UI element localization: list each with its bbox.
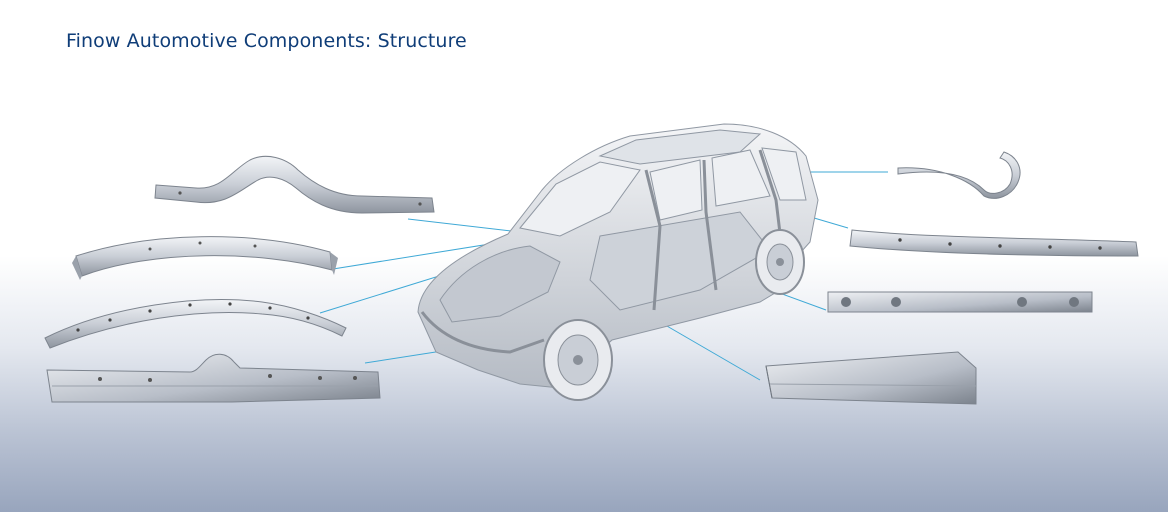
side-sill-rocker [765,351,977,405]
leader-line-cowl [407,218,521,233]
roof-bow [72,236,338,280]
bumper-cross-beam [849,229,1139,257]
front-longitudinal-rail [46,353,381,403]
a-pillar-reinforcement [44,299,347,349]
rear-wheelhouse-bracket [897,151,1021,199]
rear-wheel [755,229,805,295]
page-title: Finow Automotive Components: Structure [66,30,467,52]
front-wheel [543,319,613,401]
seat-cross-member [827,291,1093,313]
car-body-in-white [417,123,819,389]
cowl-cross-member [154,155,435,214]
leader-line-side-sill [659,321,761,381]
